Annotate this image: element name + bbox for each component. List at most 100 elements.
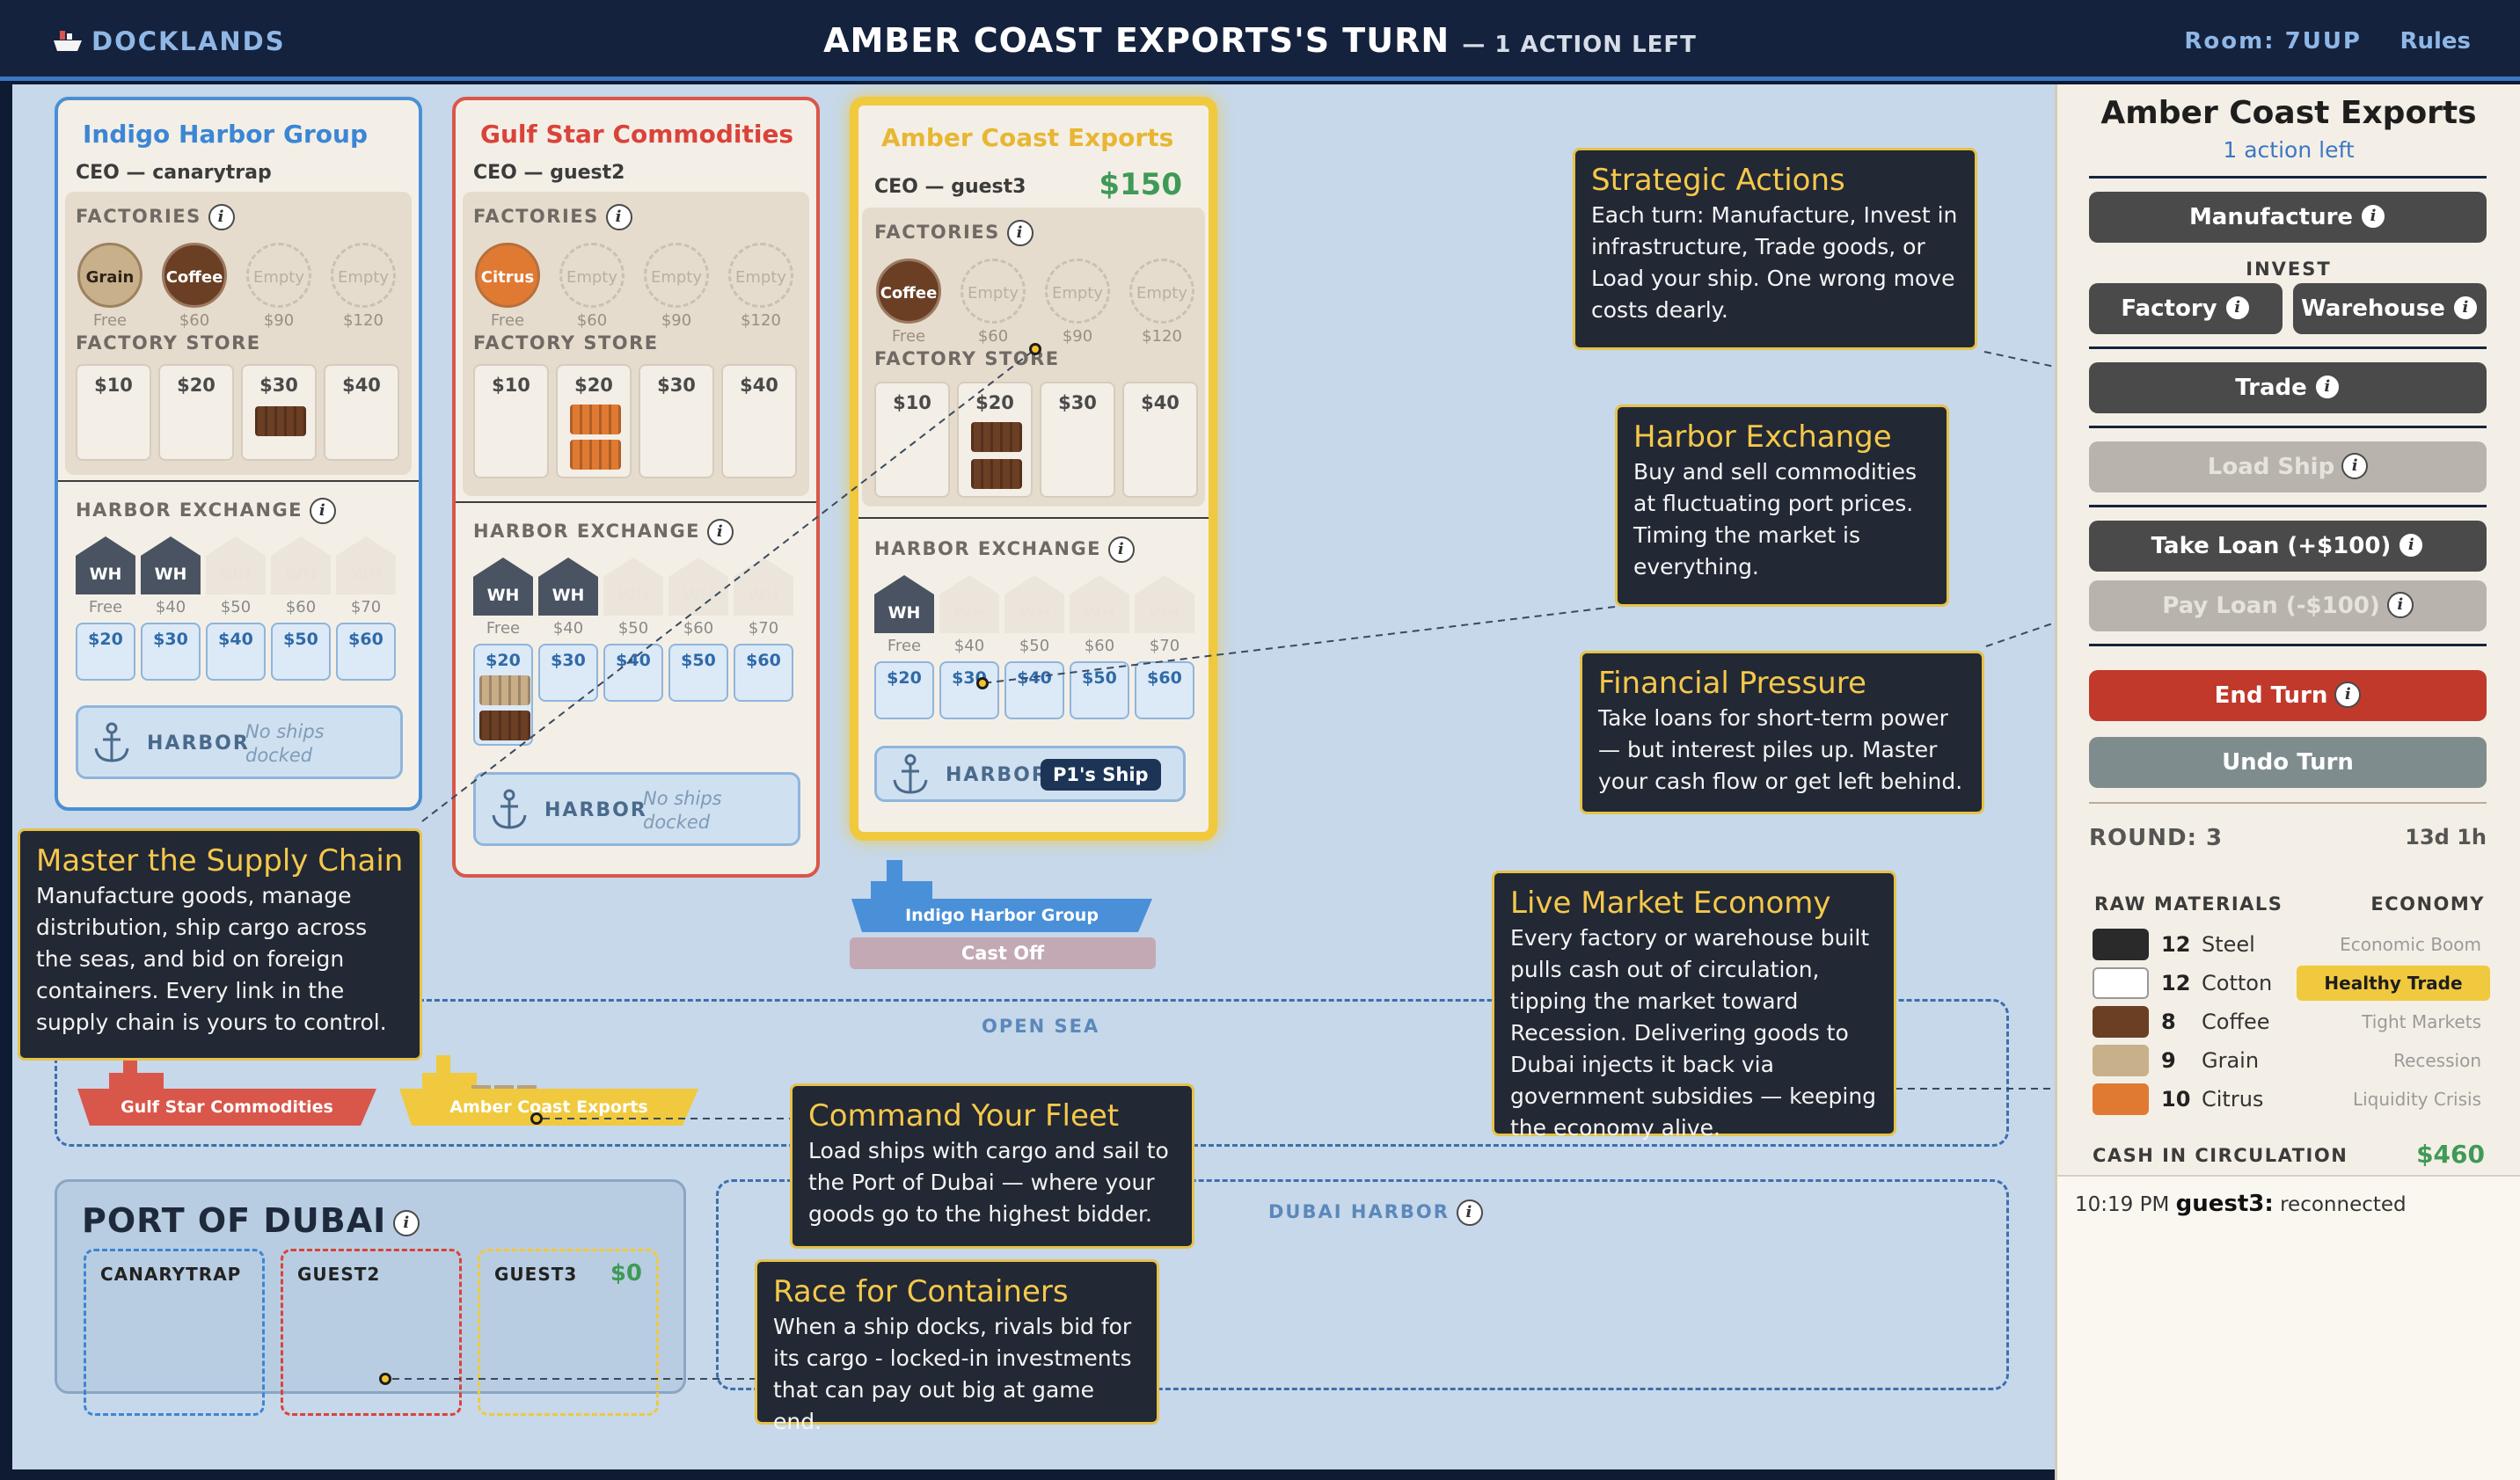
info-icon[interactable]: i [1006, 220, 1034, 246]
factory-slot[interactable]: Empty [1129, 259, 1194, 324]
factory-slot[interactable]: Coffee [876, 259, 941, 324]
warehouse-slot[interactable]: WH [668, 558, 728, 616]
info-icon[interactable]: i [2451, 294, 2479, 321]
warehouse-slot[interactable]: WH [1070, 575, 1129, 633]
economy-level: Liquidity Crisis [2352, 1089, 2481, 1110]
factory-slot[interactable]: Citrus [475, 243, 540, 308]
harbor-dock[interactable]: HARBOR No ships docked [473, 772, 800, 846]
harbor-dock[interactable]: HARBOR P1's Ship [874, 746, 1186, 802]
store-slot[interactable]: $40 [721, 364, 797, 478]
warehouse-slot[interactable]: WH [1135, 575, 1194, 633]
store-slot[interactable]: $30 [639, 364, 714, 478]
warehouse-owned[interactable]: WH [538, 558, 598, 616]
factory-slot[interactable]: Empty [331, 243, 396, 308]
info-icon[interactable]: i [707, 519, 734, 545]
exchange-slot[interactable]: $20 [76, 623, 135, 681]
exchange-slot[interactable]: $40 [603, 644, 663, 702]
info-icon[interactable]: i [310, 498, 337, 524]
info-icon[interactable]: i [208, 204, 235, 230]
store-slot[interactable]: $40 [1122, 382, 1198, 498]
exchange-slot[interactable]: $30 [538, 644, 598, 702]
warehouse-price: $70 [1149, 637, 1180, 655]
info-icon[interactable]: i [2334, 681, 2362, 708]
exchange-slot[interactable]: $50 [1070, 661, 1129, 719]
warehouse-owned[interactable]: WH [141, 536, 201, 594]
warehouse-slot[interactable]: WH [271, 536, 331, 594]
exchange-slot[interactable]: $40 [206, 623, 266, 681]
bidder-slot[interactable]: GUEST2 [281, 1249, 462, 1416]
divider [2089, 505, 2487, 507]
bidder-slot[interactable]: GUEST3$0 [478, 1249, 659, 1416]
info-icon[interactable]: i [2224, 294, 2251, 321]
info-icon[interactable]: i [2386, 591, 2414, 618]
exchange-slot[interactable]: $50 [271, 623, 331, 681]
store-slot[interactable]: $30 [241, 364, 317, 461]
warehouse-owned[interactable]: WH [76, 536, 135, 594]
store-slot[interactable]: $20 [556, 364, 632, 478]
info-icon[interactable]: i [2360, 202, 2387, 230]
factory-slot[interactable]: Coffee [162, 243, 227, 308]
store-slot[interactable]: $40 [324, 364, 399, 461]
pay-loan-button[interactable]: Pay Loan (-$100)i [2089, 580, 2487, 631]
exchange-slot[interactable]: $60 [336, 623, 396, 681]
rules-link[interactable]: Rules [2399, 28, 2471, 55]
ship-amber[interactable]: Amber Coast Exports [399, 1053, 698, 1126]
undo-turn-button[interactable]: Undo Turn [2089, 737, 2487, 788]
store-slot[interactable]: $30 [1040, 382, 1115, 498]
harbor-dock[interactable]: HARBOR No ships docked [76, 705, 403, 779]
store-slot[interactable]: $10 [874, 382, 950, 498]
info-icon[interactable]: i [605, 204, 632, 230]
store-slot[interactable]: $20 [957, 382, 1033, 498]
info-icon[interactable]: i [1108, 536, 1136, 563]
warehouse-owned[interactable]: WH [473, 558, 533, 616]
docked-ship-tag[interactable]: P1's Ship [1041, 759, 1161, 791]
exchange-slot[interactable]: $30 [939, 661, 999, 719]
store-slot[interactable]: $10 [473, 364, 549, 478]
material-count: 10 [2161, 1087, 2191, 1112]
take-loan-button[interactable]: Take Loan (+$100)i [2089, 521, 2487, 572]
bidder-slot[interactable]: CANARYTRAP [84, 1249, 265, 1416]
store-slot[interactable]: $10 [76, 364, 151, 461]
store-slot[interactable]: $20 [158, 364, 234, 461]
ship-indigo[interactable]: Indigo Harbor Group [851, 858, 1152, 932]
factory-slot[interactable]: Empty [559, 243, 625, 308]
exchange-slot[interactable]: $20 [473, 644, 533, 746]
brand[interactable]: DOCKLANDS [53, 26, 286, 56]
warehouse-slot[interactable]: WH [939, 575, 999, 633]
exchange-slot[interactable]: $60 [734, 644, 793, 702]
warehouse-slot[interactable]: WH [734, 558, 793, 616]
wh-label: WH [1083, 603, 1116, 623]
warehouse-slot[interactable]: WH [603, 558, 663, 616]
info-icon[interactable]: i [2398, 531, 2425, 558]
cast-off-button[interactable]: Cast Off [850, 937, 1156, 969]
exchange-slot[interactable]: $60 [1135, 661, 1194, 719]
info-icon[interactable]: i [2313, 373, 2341, 400]
exchange-slot[interactable]: $20 [874, 661, 934, 719]
ship-gulf[interactable]: Gulf Star Commodities [77, 1053, 376, 1126]
factory-slot[interactable]: Grain [77, 243, 142, 308]
factory-slot[interactable]: Empty [644, 243, 709, 308]
top-bar: DOCKLANDS AMBER COAST EXPORTS'S TURN — 1… [0, 0, 2520, 81]
exchange-slot[interactable]: $40 [1004, 661, 1064, 719]
factory-slot[interactable]: Empty [961, 259, 1026, 324]
info-icon[interactable]: i [2341, 452, 2369, 479]
exchange-slot[interactable]: $30 [141, 623, 201, 681]
store-price: $20 [177, 375, 215, 396]
factory-slot[interactable]: Empty [1045, 259, 1110, 324]
info-icon[interactable]: i [393, 1209, 420, 1236]
warehouse-slot[interactable]: WH [206, 536, 266, 594]
exchange-slot[interactable]: $50 [668, 644, 728, 702]
warehouse-owned[interactable]: WH [874, 575, 934, 633]
warehouse-slot[interactable]: WH [336, 536, 396, 594]
info-icon[interactable]: i [1456, 1199, 1483, 1226]
factory-slot[interactable]: Empty [728, 243, 793, 308]
warehouse-slot[interactable]: WH [1004, 575, 1064, 633]
factory-slot[interactable]: Empty [246, 243, 311, 308]
